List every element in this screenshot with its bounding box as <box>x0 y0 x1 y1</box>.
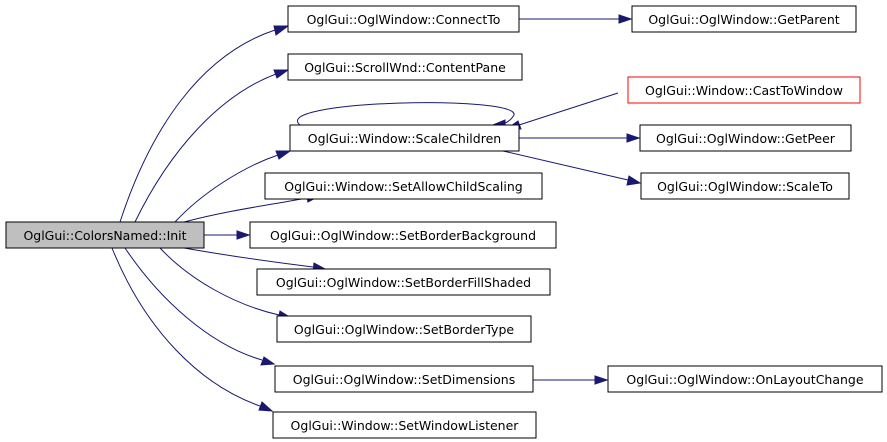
node-label: OglGui::ScrollWnd::ContentPane <box>304 60 506 75</box>
edge-set-dimensions-to-on-layout-change <box>533 375 609 385</box>
edge-init-to-set-border-fill-shaded <box>183 247 327 273</box>
node-on-layout-change[interactable]: OglGui::OglWindow::OnLayoutChange <box>607 365 883 393</box>
node-label: OglGui::OglWindow::ConnectTo <box>307 12 501 27</box>
node-set-border-fill-shaded[interactable]: OglGui::OglWindow::SetBorderFillShaded <box>256 268 551 296</box>
edge-scale-children-to-cast-to-window <box>506 92 619 130</box>
node-set-allow-child-scaling[interactable]: OglGui::Window::SetAllowChildScaling <box>264 172 543 200</box>
node-label: OglGui::OglWindow::ScaleTo <box>657 179 833 194</box>
node-label: OglGui::OglWindow::OnLayoutChange <box>626 372 863 387</box>
node-label: OglGui::OglWindow::GetPeer <box>656 131 836 146</box>
node-connect-to[interactable]: OglGui::OglWindow::ConnectTo <box>287 5 520 33</box>
node-label: OglGui::Window::SetAllowChildScaling <box>284 179 522 194</box>
node-scale-children[interactable]: OglGui::Window::ScaleChildren <box>289 124 520 152</box>
node-init[interactable]: OglGui::ColorsNamed::Init <box>5 221 205 249</box>
node-label: OglGui::ColorsNamed::Init <box>23 228 186 243</box>
edge-init-to-set-window-listener <box>111 247 274 412</box>
edge-scale-children-to-get-peer <box>519 133 641 143</box>
node-label: OglGui::Window::SetWindowListener <box>291 418 520 433</box>
edge-scale-children-to-scale-to <box>502 150 642 186</box>
node-label: OglGui::OglWindow::SetBorderBackground <box>270 228 536 243</box>
node-label: OglGui::OglWindow::GetParent <box>648 12 839 27</box>
node-content-pane[interactable]: OglGui::ScrollWnd::ContentPane <box>287 53 523 81</box>
node-label: OglGui::Window::ScaleChildren <box>308 131 501 146</box>
node-set-window-listener[interactable]: OglGui::Window::SetWindowListener <box>272 411 537 439</box>
node-label: OglGui::OglWindow::SetBorderType <box>294 322 514 337</box>
edge-connect-to-to-get-parent <box>519 14 633 24</box>
node-label: OglGui::OglWindow::SetDimensions <box>293 372 516 387</box>
node-set-border-type[interactable]: OglGui::OglWindow::SetBorderType <box>276 315 532 343</box>
node-label: OglGui::Window::CastToWindow <box>645 83 843 98</box>
node-cast-to-window[interactable]: OglGui::Window::CastToWindow <box>627 76 861 104</box>
edge-init-to-set-dimensions <box>124 247 276 366</box>
edge-init-to-content-pane <box>134 69 290 223</box>
node-label: OglGui::OglWindow::SetBorderFillShaded <box>276 275 531 290</box>
node-set-dimensions[interactable]: OglGui::OglWindow::SetDimensions <box>274 365 534 393</box>
node-scale-to[interactable]: OglGui::OglWindow::ScaleTo <box>640 172 850 200</box>
edge-init-to-set-border-background <box>204 230 251 240</box>
node-set-border-background[interactable]: OglGui::OglWindow::SetBorderBackground <box>249 221 557 249</box>
node-get-parent[interactable]: OglGui::OglWindow::GetParent <box>631 5 857 33</box>
node-get-peer[interactable]: OglGui::OglWindow::GetPeer <box>639 124 852 152</box>
edge-init-to-scale-children <box>174 150 292 223</box>
edge-init-to-connect-to <box>119 25 290 223</box>
